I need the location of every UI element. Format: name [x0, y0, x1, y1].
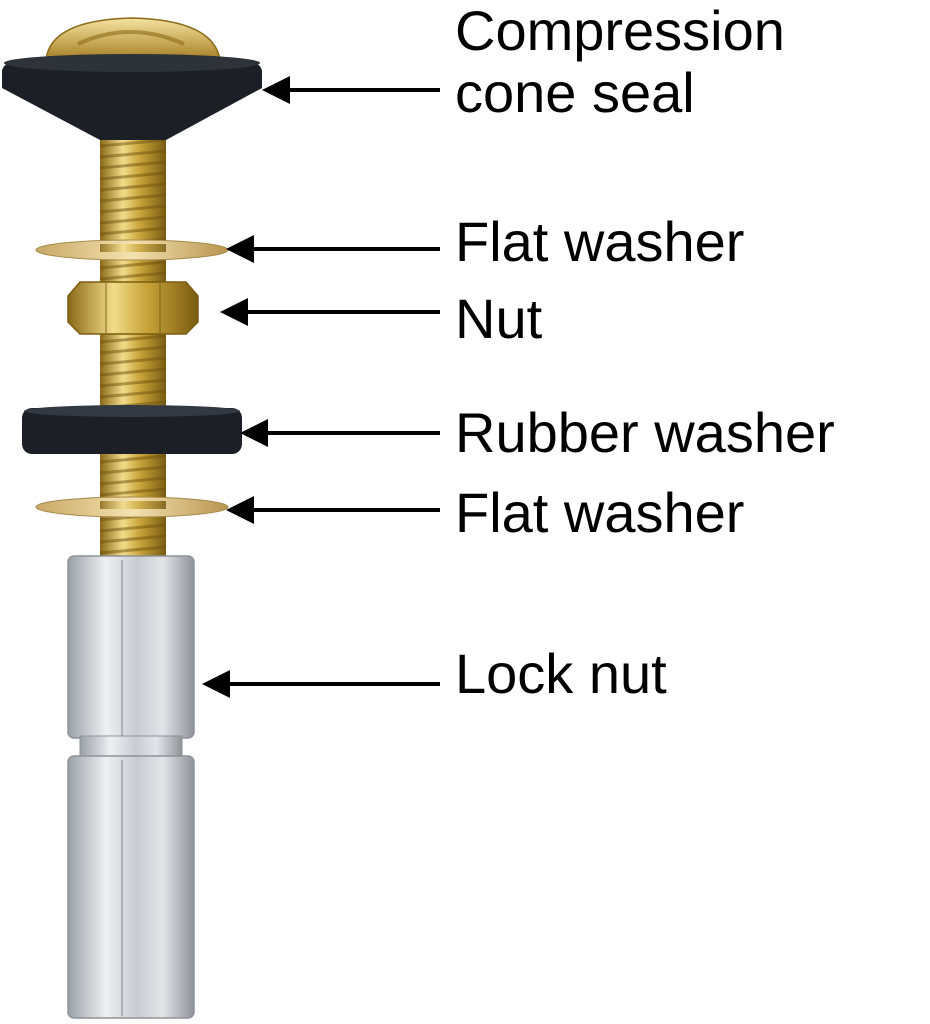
thread-groove [99, 334, 167, 344]
flat-washer-bottom [35, 496, 229, 518]
label-line: Flat washer [455, 210, 745, 273]
label-flat-washer-top: Flat washer [455, 211, 744, 273]
label-line: cone seal [455, 61, 695, 124]
thread-groove [99, 160, 167, 170]
thread-groove [99, 356, 167, 366]
thread-groove [99, 476, 167, 486]
label-line: Rubber washer [455, 401, 835, 464]
thread-groove [99, 171, 167, 181]
label-rubber-washer: Rubber washer [455, 402, 835, 464]
thread-groove [99, 204, 167, 214]
thread-groove [99, 149, 167, 159]
thread-groove [99, 215, 167, 225]
arrow-compression-cone-seal [262, 76, 440, 104]
thread-groove [99, 487, 167, 497]
label-line: Lock nut [455, 642, 667, 705]
label-lock-nut: Lock nut [455, 643, 667, 705]
thread-groove [99, 138, 167, 148]
label-line: Compression [455, 0, 785, 62]
thread-groove [99, 454, 167, 464]
thread-groove [99, 345, 167, 355]
thread-groove [99, 260, 167, 270]
arrow-rubber-washer [240, 419, 440, 447]
thread-groove [99, 271, 167, 281]
label-line: Nut [455, 287, 543, 350]
lock-nut [67, 555, 195, 1019]
thread-groove [99, 534, 167, 544]
thread-groove [99, 465, 167, 475]
label-line: Flat washer [455, 481, 745, 544]
thread-groove [99, 193, 167, 203]
arrow-nut [220, 298, 440, 326]
thread-groove [99, 389, 167, 399]
label-flat-washer-bottom: Flat washer [455, 482, 744, 544]
arrow-flat-washer-bottom [226, 496, 440, 524]
thread-groove [99, 226, 167, 236]
label-nut: Nut [455, 288, 542, 350]
label-compression-cone-seal: Compression cone seal [455, 0, 785, 124]
arrow-lock-nut [202, 670, 440, 698]
bolt-head [45, 17, 221, 61]
rubber-washer [22, 405, 242, 454]
thread-groove [99, 523, 167, 533]
compression-cone-seal [2, 54, 262, 140]
flat-washer-top [35, 239, 229, 261]
thread-groove [99, 378, 167, 388]
arrow-flat-washer-top [226, 235, 440, 263]
thread-groove [99, 545, 167, 555]
thread-groove [99, 367, 167, 377]
brass-hex-nut [67, 281, 199, 335]
thread-groove [99, 182, 167, 192]
